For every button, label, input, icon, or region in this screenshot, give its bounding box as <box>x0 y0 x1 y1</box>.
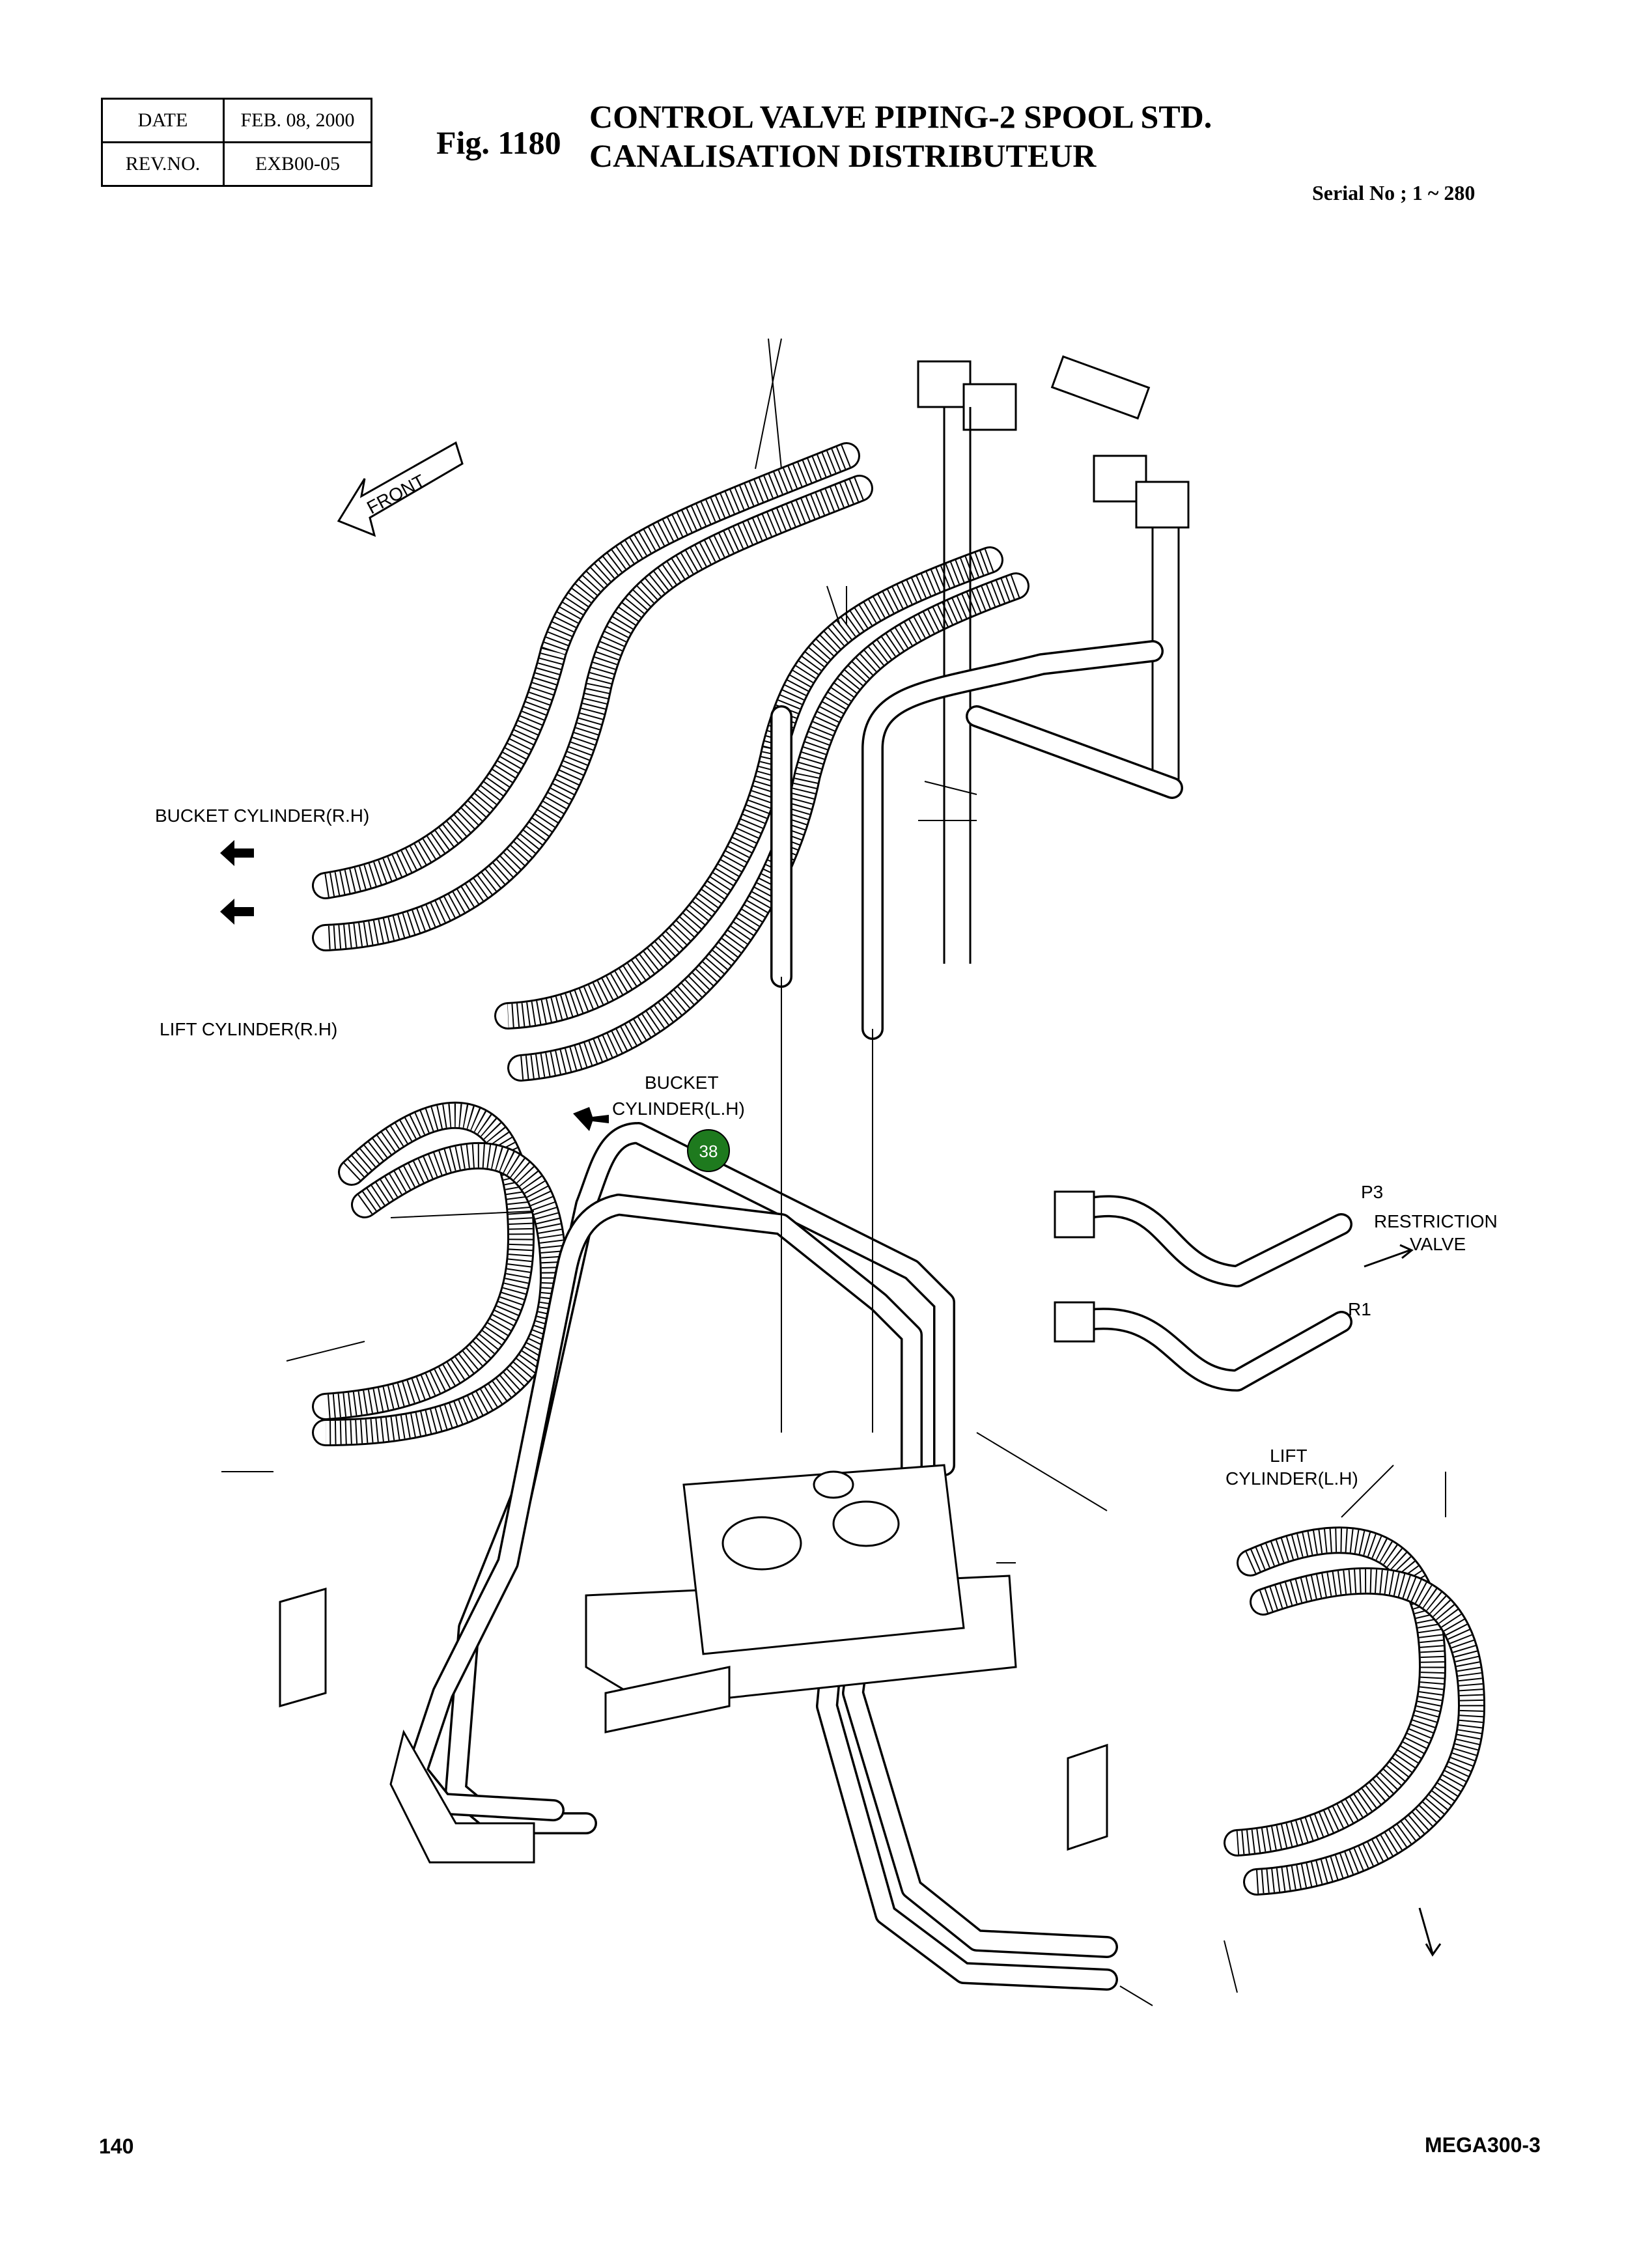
lift-rh-hoses <box>312 1101 568 1446</box>
rev-value: EXB00-05 <box>223 141 372 187</box>
model-name: MEGA300-3 <box>1425 2133 1541 2157</box>
top-blocks <box>917 355 1190 964</box>
page-number: 140 <box>99 2135 134 2158</box>
label-lift-lh-line1: LIFT <box>1270 1446 1308 1466</box>
label-bucket-lh-line1: BUCKET <box>645 1072 719 1093</box>
figure-number: Fig. 1180 <box>436 124 561 161</box>
label-restriction-line2: VALVE <box>1410 1234 1466 1254</box>
date-value: FEB. 08, 2000 <box>223 98 372 143</box>
label-r1: R1 <box>1348 1299 1371 1319</box>
control-valve <box>585 1464 1017 1733</box>
restriction-pipes <box>1054 1190 1352 1392</box>
callout-38-number: 38 <box>699 1142 718 1161</box>
direction-arrows <box>220 840 1442 1957</box>
lift-lh-hoses <box>1224 1526 1486 1896</box>
front-arrow: FRONT <box>337 441 464 537</box>
label-bucket-lh-line2: CYLINDER(L.H) <box>612 1099 745 1119</box>
standpipes <box>770 640 1183 1040</box>
date-label: DATE <box>101 98 225 143</box>
label-lift-lh-line2: CYLINDER(L.H) <box>1225 1468 1358 1489</box>
label-bucket-cylinder-rh: BUCKET CYLINDER(R.H) <box>155 806 369 826</box>
left-bracket <box>279 1588 1108 1864</box>
title-english: CONTROL VALVE PIPING-2 SPOOL STD. <box>589 98 1212 135</box>
leader-lines <box>221 338 1446 2006</box>
label-lift-cylinder-rh: LIFT CYLINDER(R.H) <box>160 1019 337 1039</box>
rev-label: REV.NO. <box>101 141 225 187</box>
title-french: CANALISATION DISTRIBUTEUR <box>589 137 1097 174</box>
callout-38: 38 <box>687 1129 730 1172</box>
label-restriction-line1: RESTRICTION <box>1374 1211 1498 1231</box>
serial-number: Serial No ; 1 ~ 280 <box>1312 181 1476 204</box>
revision-table: DATE FEB. 08, 2000 REV.NO. EXB00-05 <box>101 98 372 187</box>
upper-hoses <box>312 442 1029 1082</box>
label-p3: P3 <box>1361 1182 1383 1202</box>
